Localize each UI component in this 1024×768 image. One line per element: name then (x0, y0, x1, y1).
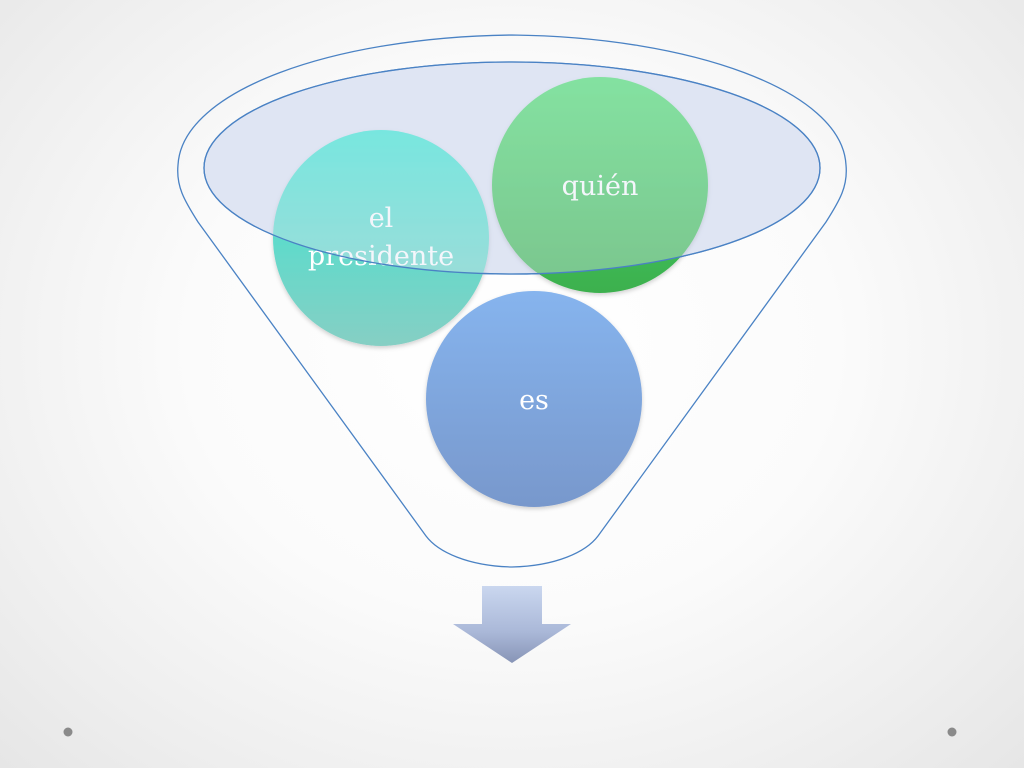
corner-dot-right (947, 727, 957, 737)
corner-dot-left (63, 727, 73, 737)
bubble-el-presidente (273, 130, 489, 346)
bubble-el-presidente-label-line1: el (369, 203, 394, 234)
bubble-es (426, 291, 642, 507)
down-arrow-icon (453, 586, 571, 663)
funnel-top-glass (203, 61, 821, 275)
bubble-quien (492, 77, 708, 293)
funnel-outline (177, 34, 847, 568)
bubble-quien-label: quién (562, 171, 639, 202)
bubble-es-label: es (519, 385, 549, 416)
bubble-el-presidente-label-line2: presidente (308, 241, 454, 272)
